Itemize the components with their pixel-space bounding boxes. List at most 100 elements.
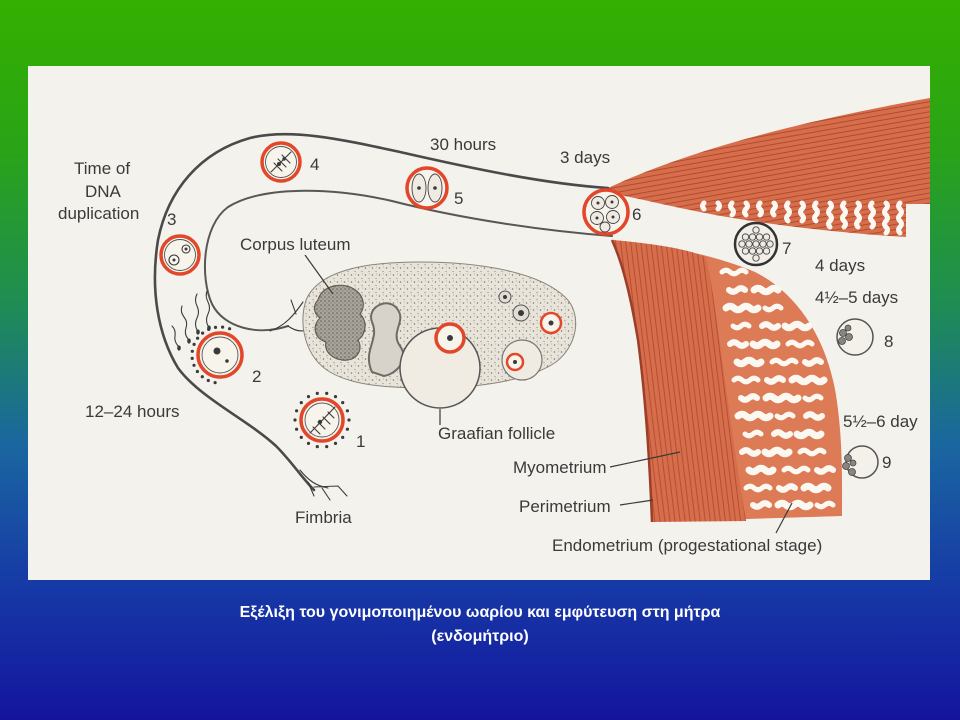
blastomere-nucleus — [417, 186, 421, 190]
endometrial-gland — [798, 200, 806, 224]
inner-cell-mass — [849, 459, 857, 467]
endometrial-gland — [762, 303, 784, 313]
blastomere — [748, 233, 757, 241]
endometrial-gland — [742, 200, 750, 218]
inner-cell-mass — [848, 468, 856, 476]
slide-caption: Εξέλιξη του γονιμοποιημένου ωαρίου και ε… — [0, 601, 960, 649]
inner-cell-mass — [844, 454, 852, 462]
corona-radiata-cell — [295, 427, 299, 431]
sperm — [194, 293, 200, 331]
embryo-stage-1 — [293, 391, 351, 449]
sperm-entry-point — [225, 359, 229, 363]
corona-radiata-cell — [213, 325, 218, 329]
zona-pellucida — [201, 336, 239, 374]
corona-radiata-cell — [306, 395, 311, 399]
endometrial-gland — [749, 338, 781, 350]
endometrial-gland — [730, 321, 752, 331]
endometrial-gland — [785, 339, 815, 349]
stage-number-4: 4 — [310, 155, 319, 174]
corona-radiata-cell — [325, 391, 329, 395]
endometrial-glands-upper — [700, 200, 904, 236]
endometrial-gland — [771, 429, 793, 439]
corona-radiata-cell — [221, 325, 225, 329]
zygote-ring — [159, 234, 201, 276]
fertilization-diagram: 30 hours 3 days Time of DNA duplication … — [58, 98, 930, 555]
corona-radiata-cell — [190, 356, 194, 360]
corona-radiata — [293, 391, 351, 449]
corona-radiata-cell — [295, 409, 299, 413]
endometrial-gland — [776, 483, 798, 493]
myometrium-fibers — [612, 240, 746, 522]
nucleolus — [172, 258, 176, 262]
endometrial-gland — [770, 200, 778, 218]
sperm — [180, 305, 189, 340]
endometrial-gland — [812, 200, 820, 224]
endometrial-gland — [793, 428, 825, 440]
endometrial-gland — [802, 357, 824, 367]
corona-radiata-cell — [196, 336, 200, 340]
endometrial-gland — [800, 482, 832, 494]
corona-radiata-cell — [228, 327, 232, 331]
endometrial-gland — [803, 411, 825, 421]
blastocyst-outline — [836, 318, 874, 356]
blastomere — [745, 240, 753, 248]
label-endometrium: Endometrium (progestational stage) — [552, 536, 822, 555]
blastomere-nucleus — [433, 186, 437, 190]
label-4-days: 4 days — [815, 256, 865, 275]
endometrial-gland — [781, 320, 813, 332]
endometrial-gland — [733, 356, 765, 368]
label-dna-duplication-line3: duplication — [58, 204, 139, 223]
label-30-hours: 30 hours — [430, 135, 496, 154]
endometrial-gland — [761, 446, 793, 458]
label-4-5-days: 4½–5 days — [815, 288, 898, 307]
label-corpus-luteum: Corpus luteum — [240, 235, 351, 254]
corona-radiata-cell — [315, 445, 319, 449]
endometrial-gland — [774, 499, 814, 511]
primary-follicle-oocyte — [503, 295, 507, 299]
label-graafian-follicle: Graafian follicle — [438, 424, 555, 443]
uterus-lower-wall — [610, 239, 843, 523]
endometrial-gland — [774, 411, 796, 421]
corona-radiata-cell — [299, 435, 303, 439]
embryo-stage-6 — [582, 188, 630, 236]
endometrial-gland — [840, 200, 848, 230]
endometrial-gland — [727, 339, 749, 349]
endometrial-gland — [769, 357, 799, 367]
corona-radiata-cell — [201, 331, 205, 335]
endometrial-gland — [745, 464, 777, 476]
corona-radiata-cell — [293, 418, 297, 422]
embryo-stage-2 — [190, 325, 244, 385]
meiotic-spindle — [309, 406, 336, 435]
stage-number-3: 3 — [167, 210, 176, 229]
corona-radiata-cell — [333, 395, 338, 399]
sperm-head — [187, 338, 191, 344]
corona-radiata-cell — [306, 441, 311, 445]
inner-cell-mass — [845, 333, 853, 341]
blastomere-nucleus — [595, 216, 599, 220]
growing-follicle-oocyte — [548, 320, 554, 326]
corona-radiata-cell — [190, 349, 194, 353]
corpus-luteum-texture — [314, 285, 366, 361]
embryo-stage-4 — [260, 141, 302, 183]
blastomere — [762, 233, 771, 241]
endometrial-gland — [802, 393, 824, 403]
corona-radiata-cell — [341, 401, 345, 405]
corpus-luteum-leader — [304, 254, 334, 295]
blastomere-nucleus — [596, 201, 600, 205]
embryo-stage-3 — [159, 234, 201, 276]
label-myometrium: Myometrium — [513, 458, 607, 477]
endometrial-gland — [854, 200, 862, 230]
corona-radiata-cell — [206, 378, 210, 383]
male-pronucleus — [181, 244, 191, 254]
endometrial-gland — [739, 447, 761, 457]
endometrial-gland — [882, 200, 890, 236]
embryo-stage-9 — [842, 445, 879, 479]
endometrial-gland — [764, 375, 786, 385]
endometrial-gland — [814, 500, 836, 510]
sperm-head — [177, 345, 181, 351]
stage-number-1: 1 — [356, 432, 365, 451]
female-pronucleus — [168, 254, 180, 266]
stage-number-9: 9 — [882, 453, 891, 472]
embryo-stage-8 — [836, 318, 874, 356]
